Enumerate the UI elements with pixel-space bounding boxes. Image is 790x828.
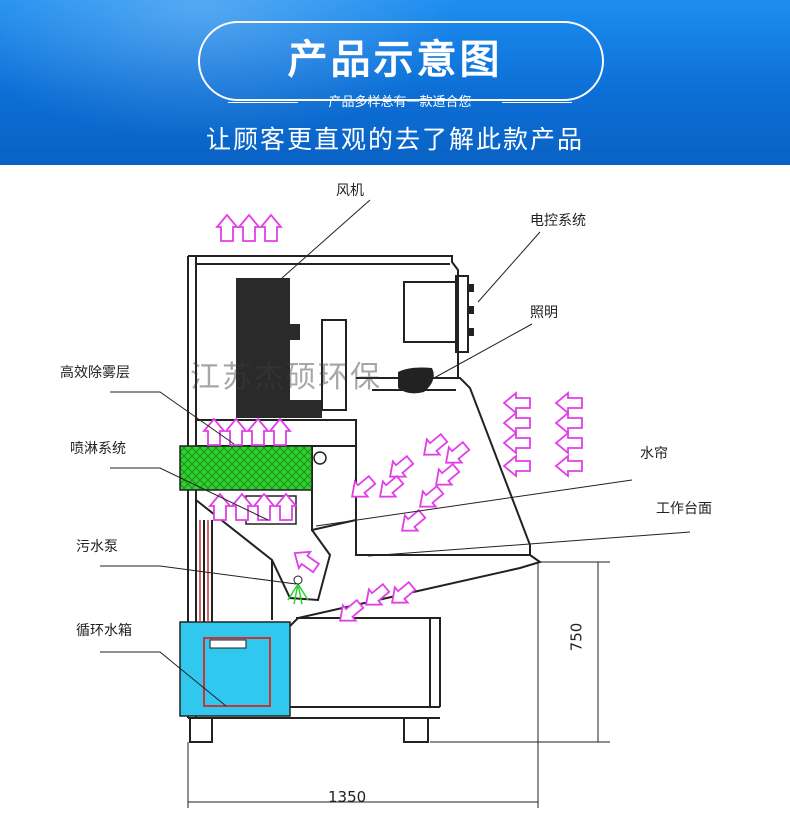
title-frame	[198, 21, 604, 101]
watermark-text: 江苏杰硕环保	[190, 360, 382, 395]
label-water-curtain: 水帘	[640, 446, 668, 462]
label-lighting: 照明	[530, 305, 558, 321]
leader-lines	[100, 199, 691, 707]
pump-spray	[287, 583, 309, 605]
subtitle-right-rule	[502, 102, 572, 103]
dimension-width: 1350	[328, 788, 367, 806]
product-diagram	[100, 199, 691, 808]
fan-housing	[321, 319, 347, 411]
label-sewage-pump: 污水泵	[76, 539, 118, 555]
incoming-air-arrows	[503, 392, 583, 477]
tank-frame	[203, 637, 271, 707]
label-spray-system: 喷淋系统	[70, 441, 126, 457]
label-demister-layer: 高效除雾层	[60, 365, 130, 381]
page-subtitle: 产品多样总有一款适合您	[328, 95, 472, 110]
pump-nozzle	[293, 575, 303, 585]
water-tank	[179, 621, 291, 717]
dimension-lines	[187, 561, 610, 808]
tank-inlet	[209, 639, 247, 649]
label-control-system: 电控系统	[530, 213, 586, 229]
valve	[313, 451, 327, 465]
page-slogan: 让顾客更直观的去了解此款产品	[205, 125, 584, 154]
fan-unit	[236, 278, 322, 418]
label-fan: 风机	[336, 183, 364, 199]
subtitle-row: 产品多样总有一款适合您	[228, 92, 572, 114]
label-work-table: 工作台面	[656, 501, 712, 517]
label-circulation-tank: 循环水箱	[76, 623, 132, 639]
subtitle-left-rule	[228, 102, 298, 103]
control-panel	[403, 275, 474, 353]
page-title: 产品示意图	[287, 37, 503, 83]
dimension-height: 750	[567, 622, 586, 652]
exhaust-arrows	[216, 214, 282, 242]
header-banner: 产品示意图 产品多样总有一款适合您 让顾客更直观的去了解此款产品	[0, 0, 790, 165]
demister-layer	[179, 445, 313, 491]
lamp	[398, 367, 434, 394]
